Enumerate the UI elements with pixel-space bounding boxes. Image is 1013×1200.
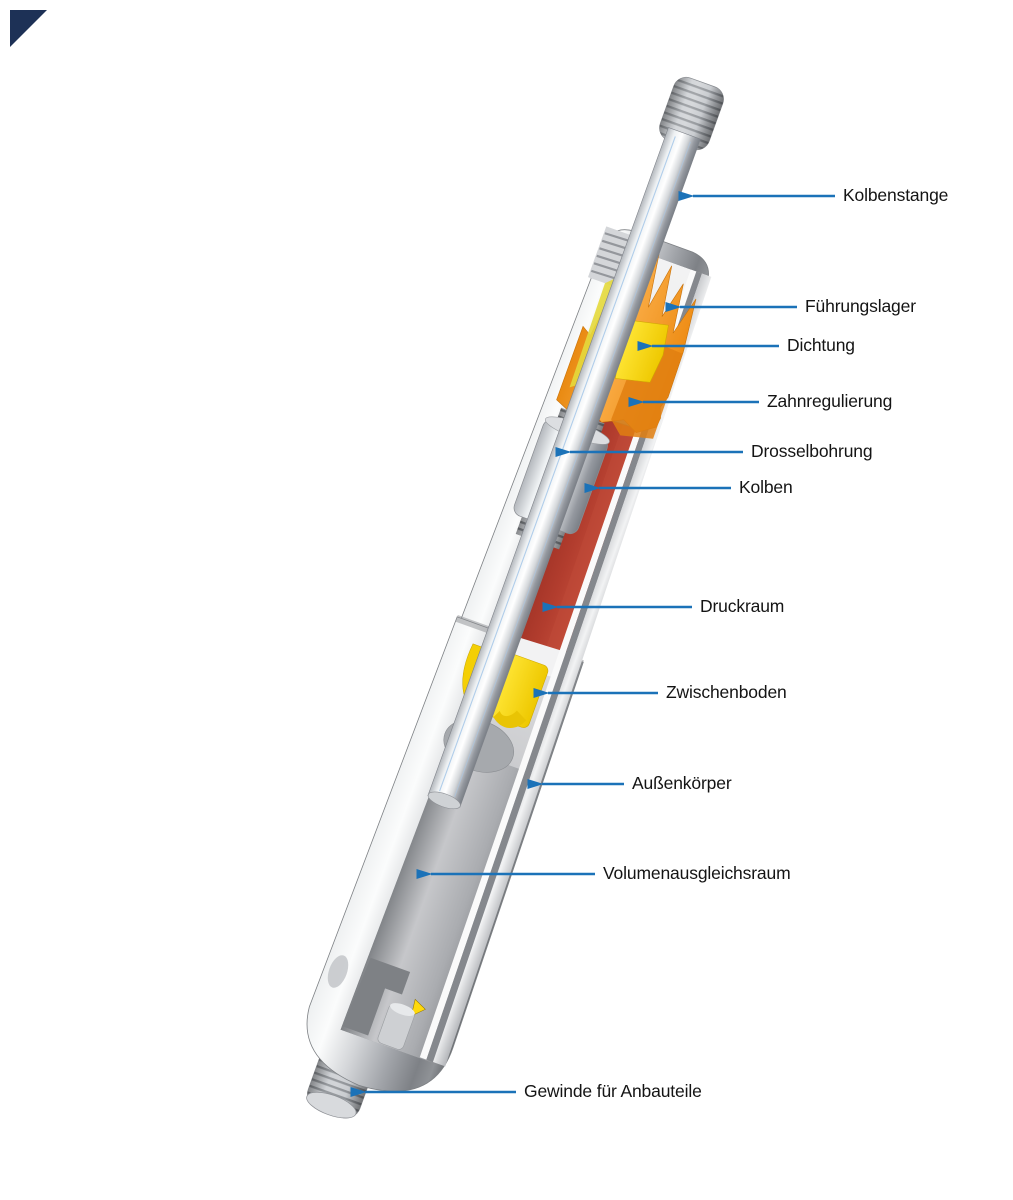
yellow-detail-wedge [410,998,426,1017]
outer-wall-cut-edge [419,269,712,1067]
label-drosselbohrung: Drosselbohrung [751,441,873,462]
label-kolbenstange: Kolbenstange [843,185,949,206]
label-dichtung: Dichtung [787,335,855,356]
bottom-cap-step [342,957,411,1036]
rod-lower-end [427,791,461,810]
piston-rod [427,76,724,810]
label-kolben: Kolben [739,477,793,498]
label-zwischenboden: Zwischenboden [666,682,787,703]
corner-triangle-mark [10,10,47,47]
label-fuehrungslager: Führungslager [805,296,916,317]
leader-arrows [350,191,835,1097]
label-gewinde: Gewinde für Anbauteile [524,1081,702,1102]
gas-spring-body [306,76,724,1119]
label-volumenausgleichsraum: Volumenausgleichsraum [603,863,791,884]
label-druckraum: Druckraum [700,596,785,617]
inner-boss [377,1003,415,1050]
label-aussenkoerper: Außenkörper [632,773,732,794]
body-emboss-detail [327,955,349,988]
seal-sliver [569,278,616,388]
label-zahnregulierung: Zahnregulierung [767,391,893,412]
